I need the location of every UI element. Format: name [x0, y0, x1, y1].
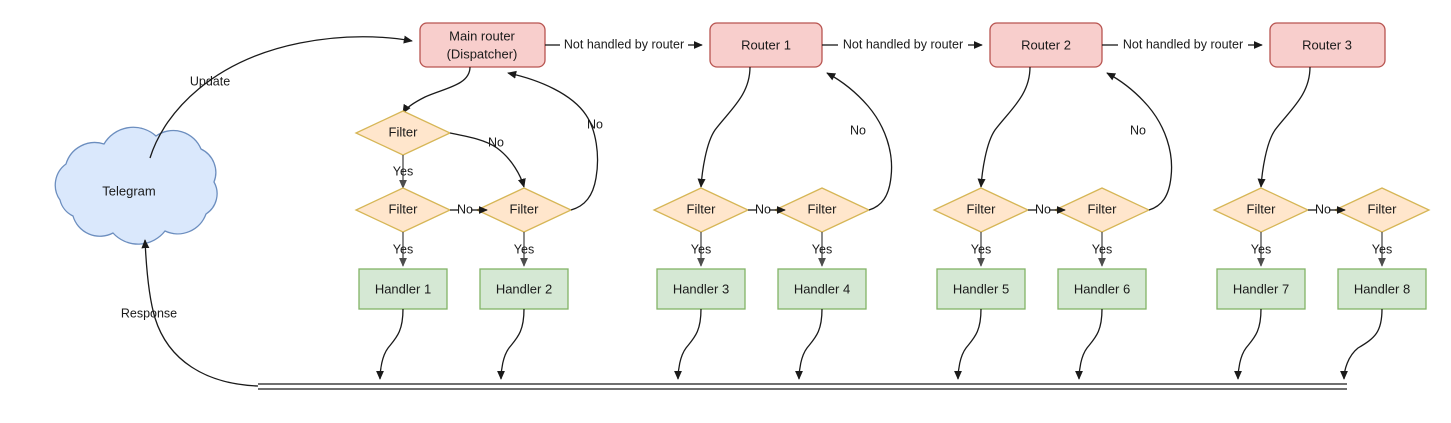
handler-3-box — [656, 268, 746, 310]
edge-label-no-back-r2: No — [1130, 123, 1146, 137]
filter-node-5[interactable]: Filter — [932, 187, 1030, 233]
router-node-1[interactable]: Router 1 — [709, 22, 823, 68]
handler-5-label: Handler 5 — [953, 281, 1009, 296]
telegram-cloud-node[interactable]: Telegram — [54, 126, 218, 245]
handler-5-box — [936, 268, 1026, 310]
filter-4-label: Filter — [808, 201, 838, 216]
edge-update — [149, 35, 413, 159]
filter-8-label: Filter — [1368, 201, 1398, 216]
edge-response — [141, 239, 259, 387]
edge-handler2-to-bus — [496, 308, 525, 380]
handler-2-label: Handler 2 — [496, 281, 552, 296]
handler-node-5[interactable]: Handler 5 — [936, 268, 1026, 310]
handler-1-box — [358, 268, 448, 310]
router-1-label: Router 1 — [741, 37, 791, 52]
filter-6-label: Filter — [1088, 201, 1118, 216]
edge-label-yes-5: Yes — [971, 242, 991, 256]
edge-label-yes-top-main: Yes — [393, 164, 413, 178]
edge-handler1-to-bus — [375, 308, 404, 380]
filter-2-label: Filter — [510, 201, 540, 216]
edge-filter4-no-back — [826, 72, 893, 211]
edge-handler3-to-bus — [673, 308, 702, 380]
handler-1-label: Handler 1 — [375, 281, 431, 296]
handler-7-label: Handler 7 — [1233, 281, 1289, 296]
edge-filter6-no-back — [1106, 72, 1173, 211]
edge-label-no-2: No — [755, 202, 771, 216]
router-3-box — [1269, 22, 1386, 68]
edge-main-to-filter-top — [402, 66, 471, 114]
edge-label-response: Response — [121, 306, 177, 320]
filter-7-label: Filter — [1247, 201, 1277, 216]
filter-node-3[interactable]: Filter — [652, 187, 750, 233]
filter-node-7[interactable]: Filter — [1212, 187, 1310, 233]
handler-6-box — [1057, 268, 1147, 310]
handler-4-box — [777, 268, 867, 310]
filter-1-label: Filter — [389, 201, 419, 216]
filter-node-8[interactable]: Filter — [1333, 187, 1431, 233]
handler-6-label: Handler 6 — [1074, 281, 1130, 296]
edge-handler5-to-bus — [953, 308, 982, 380]
filter-node-1[interactable]: Filter — [354, 187, 452, 233]
handler-node-8[interactable]: Handler 8 — [1337, 268, 1427, 310]
router-node-3[interactable]: Router 3 — [1269, 22, 1386, 68]
response-bus — [258, 383, 1347, 390]
handler-2-box — [479, 268, 569, 310]
edge-label-yes-6: Yes — [1092, 242, 1112, 256]
edge-label-no-4: No — [1315, 202, 1331, 216]
edge-label-no-3: No — [1035, 202, 1051, 216]
filter-3-label: Filter — [687, 201, 717, 216]
edge-handler8-to-bus — [1339, 308, 1383, 380]
edge-label-yes-2: Yes — [514, 242, 534, 256]
cloud-shape — [54, 126, 218, 245]
router-3-label: Router 3 — [1302, 37, 1352, 52]
filter-node-6[interactable]: Filter — [1053, 187, 1151, 233]
edge-router3-to-filter7 — [1257, 66, 1311, 188]
filter-node-2[interactable]: Filter — [475, 187, 573, 233]
handler-node-1[interactable]: Handler 1 — [358, 268, 448, 310]
handler-4-label: Handler 4 — [794, 281, 850, 296]
edge-label-yes-3: Yes — [691, 242, 711, 256]
edge-label-no-back-main: No — [587, 117, 603, 131]
edge-label-no-back-r1: No — [850, 123, 866, 137]
edge-label-no-1: No — [457, 202, 473, 216]
edge-router2-to-filter5 — [977, 66, 1031, 188]
handler-node-7[interactable]: Handler 7 — [1216, 268, 1306, 310]
handler-3-label: Handler 3 — [673, 281, 729, 296]
main-router-label-line2: (Dispatcher) — [447, 46, 518, 61]
edge-label-yes-1: Yes — [393, 242, 413, 256]
edge-label-yes-8: Yes — [1372, 242, 1392, 256]
edge-label-not-handled-2: Not handled by router — [843, 37, 963, 51]
edge-router1-to-filter3 — [697, 66, 751, 188]
edge-handler6-to-bus — [1074, 308, 1103, 380]
filter-top-main-label: Filter — [389, 124, 419, 139]
edge-handler4-to-bus — [794, 308, 823, 380]
filter-5-label: Filter — [967, 201, 997, 216]
filter-node-4[interactable]: Filter — [773, 187, 871, 233]
edge-top-main-no — [449, 132, 526, 188]
handler-node-4[interactable]: Handler 4 — [777, 268, 867, 310]
edge-label-not-handled-3: Not handled by router — [1123, 37, 1243, 51]
telegram-label: Telegram — [102, 183, 155, 198]
edge-filter2-no-back — [507, 70, 599, 211]
edge-label-yes-7: Yes — [1251, 242, 1271, 256]
edge-handler7-to-bus — [1233, 308, 1262, 380]
handler-8-label: Handler 8 — [1354, 281, 1410, 296]
handler-8-box — [1337, 268, 1427, 310]
router-node-2[interactable]: Router 2 — [989, 22, 1103, 68]
main-router-label-line1: Main router — [449, 28, 515, 43]
router-2-label: Router 2 — [1021, 37, 1071, 52]
filter-node-top-main[interactable]: Filter — [354, 110, 452, 156]
handler-node-6[interactable]: Handler 6 — [1057, 268, 1147, 310]
edge-label-not-handled-1: Not handled by router — [564, 37, 684, 51]
handler-node-2[interactable]: Handler 2 — [479, 268, 569, 310]
edge-label-update: Update — [190, 74, 230, 88]
edge-label-yes-4: Yes — [812, 242, 832, 256]
handler-node-3[interactable]: Handler 3 — [656, 268, 746, 310]
router-node-main[interactable]: Main router (Dispatcher) — [419, 22, 546, 68]
edge-label-no-top-main: No — [488, 135, 504, 149]
